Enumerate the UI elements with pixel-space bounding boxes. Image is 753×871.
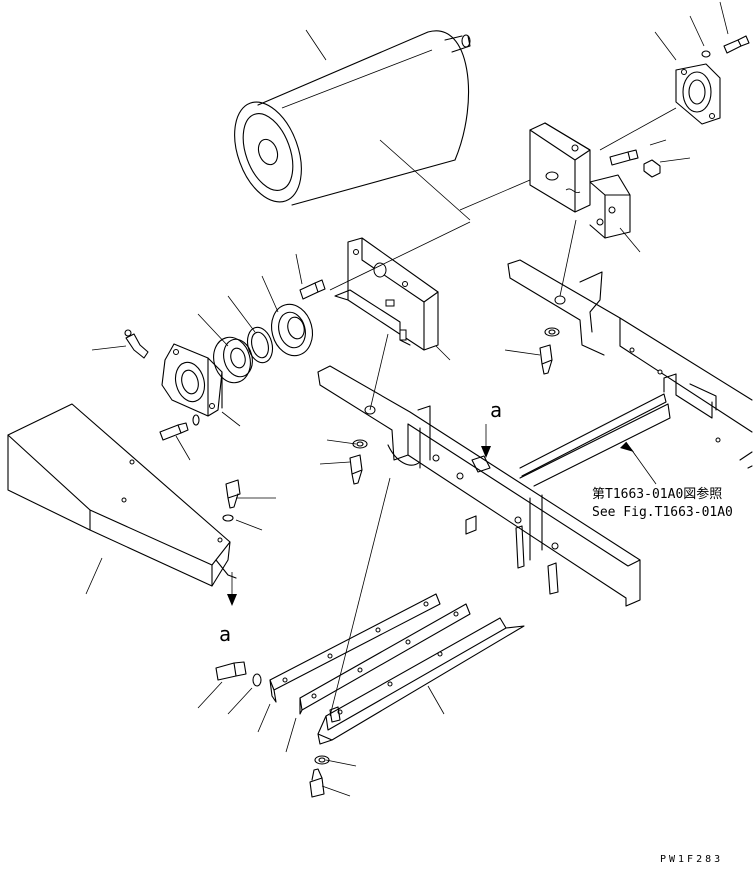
left-bracket[interactable] (334, 237, 439, 351)
oil-seal[interactable] (266, 300, 318, 361)
marker-arrow-upper (481, 424, 491, 458)
flange-washer[interactable] (192, 414, 200, 426)
right-rail-bolt[interactable] (539, 344, 553, 375)
marker-label-lower: a (219, 622, 232, 646)
ball-bearing[interactable] (209, 333, 257, 387)
conveyor-frame[interactable] (317, 259, 753, 607)
upper-bolt[interactable] (723, 35, 750, 54)
left-bearing-flange[interactable] (161, 343, 223, 417)
drawing-code: PW1F283 (660, 854, 724, 865)
scraper-plate-1[interactable] (269, 593, 441, 703)
plate-washer[interactable] (252, 673, 262, 687)
marker-arrow-lower (227, 572, 237, 606)
cover-washer[interactable] (222, 514, 234, 522)
reference-label-en: See Fig.T1663-01A0 (592, 505, 733, 520)
reference-label-ja: 第T1663-01A0図参照 (592, 487, 723, 502)
roller-drum[interactable] (222, 30, 471, 211)
right-nut[interactable] (643, 159, 661, 178)
right-rail-washer[interactable] (544, 327, 560, 337)
bottom-washer[interactable] (314, 755, 330, 765)
grease-fitting[interactable] (124, 329, 149, 359)
right-bearing-block[interactable] (529, 122, 631, 239)
bottom-bolt[interactable] (309, 768, 325, 798)
cover-bolt[interactable] (225, 479, 241, 509)
assembly-lines (329, 107, 677, 717)
right-bolt[interactable] (609, 149, 639, 166)
leader-lines (85, 1, 729, 797)
left-rail-bolt[interactable] (349, 454, 363, 485)
roller-cover[interactable] (7, 403, 237, 587)
scraper-holder[interactable] (317, 617, 525, 745)
upper-washer[interactable] (701, 50, 711, 58)
left-rail-washer[interactable] (352, 439, 368, 449)
plate-bolt[interactable] (215, 661, 247, 681)
upper-bearing-flange[interactable] (675, 63, 721, 125)
center-bolt[interactable] (299, 279, 326, 300)
marker-label-upper: a (490, 398, 503, 422)
flange-bolt[interactable] (159, 422, 189, 441)
scraper-plate-2[interactable] (299, 603, 471, 715)
